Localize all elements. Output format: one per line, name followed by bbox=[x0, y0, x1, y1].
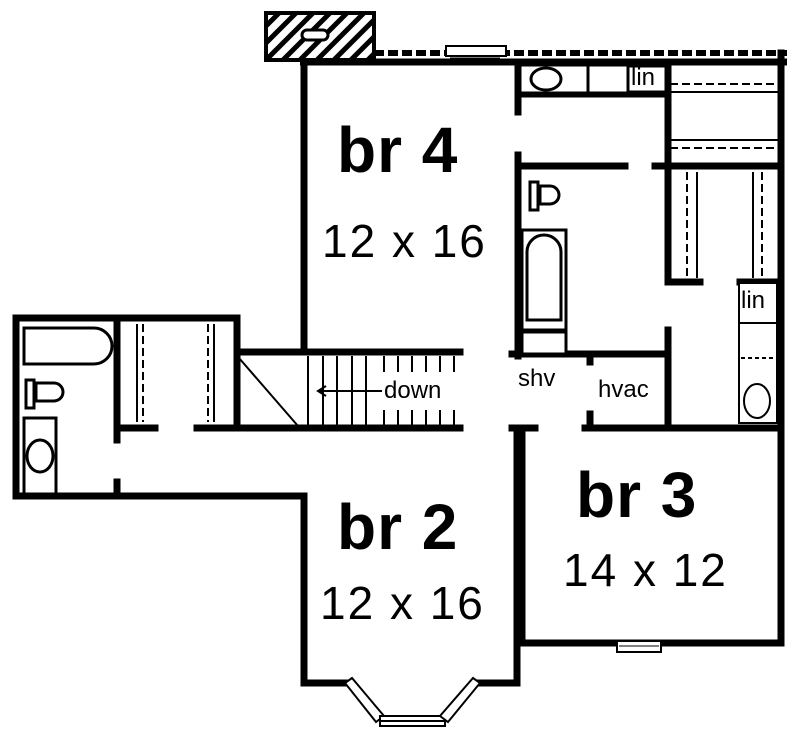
window-br3 bbox=[616, 640, 662, 653]
walls bbox=[12, 49, 785, 687]
room-dimensions-br2: 12 x 16 bbox=[320, 577, 485, 629]
exterior-top-wall bbox=[300, 45, 787, 66]
left-bath-fixtures bbox=[22, 326, 114, 496]
chimney bbox=[264, 11, 376, 62]
middle-bath-fixtures bbox=[520, 180, 568, 356]
stairs bbox=[238, 356, 455, 427]
closet-rods-right bbox=[686, 172, 763, 278]
room-name-br2: br 2 bbox=[337, 491, 459, 563]
room-dimensions-br4: 12 x 16 bbox=[322, 215, 487, 267]
linen-label-right: lin bbox=[741, 287, 766, 314]
room-dimensions-br3: 14 x 12 bbox=[563, 544, 728, 596]
hvac-label: hvac bbox=[598, 376, 649, 403]
top-bath-fixtures bbox=[518, 63, 668, 95]
shower-label: shv bbox=[518, 365, 556, 392]
right-linen-closet bbox=[738, 282, 778, 424]
closet-rods-left bbox=[136, 324, 215, 422]
room-name-br4: br 4 bbox=[337, 114, 459, 186]
wardrobe-top bbox=[670, 83, 778, 149]
linen-label-top: lin bbox=[631, 64, 656, 91]
room-name-br3: br 3 bbox=[576, 459, 698, 531]
bay-window bbox=[343, 676, 482, 727]
stairs-down-label: down bbox=[384, 377, 442, 404]
